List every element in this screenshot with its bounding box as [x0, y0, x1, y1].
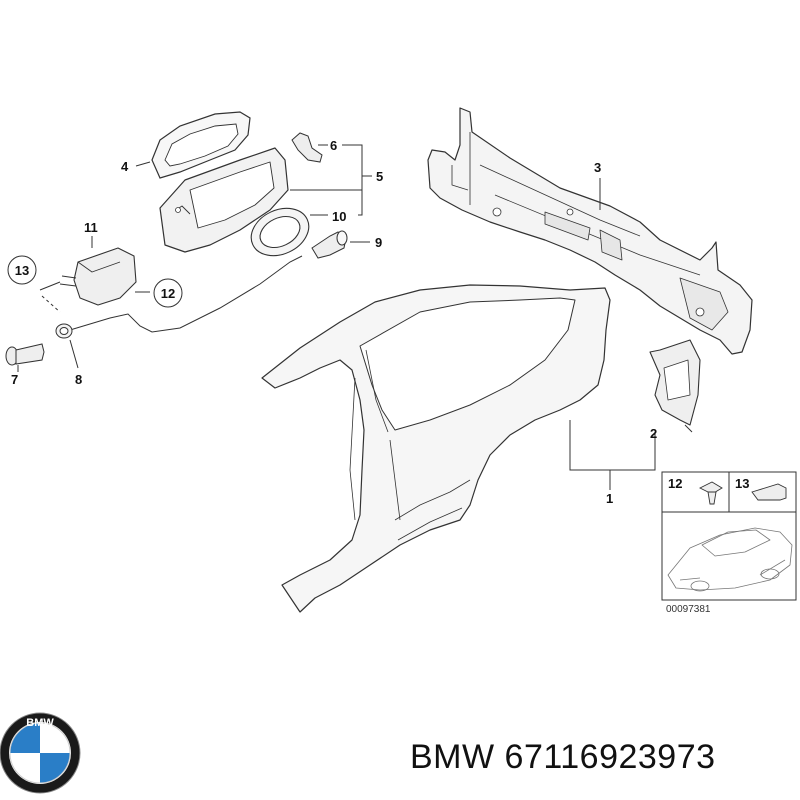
callout-3: 3 [594, 160, 601, 175]
actuator [59, 247, 137, 306]
callout-4: 4 [121, 159, 129, 174]
fuel-filler-housing [159, 147, 289, 253]
callout-8: 8 [75, 372, 82, 387]
callout-6: 6 [330, 138, 337, 153]
callout-10: 10 [332, 209, 346, 224]
rivet-7 [5, 343, 45, 366]
callout-2: 2 [650, 426, 657, 441]
car-silhouette-icon [667, 527, 793, 592]
callout-1: 1 [606, 491, 613, 506]
callout-12-circle: 12 [153, 278, 183, 308]
rear-inner-panel [427, 107, 753, 355]
screw-9 [311, 230, 348, 259]
callouts: 4 6 5 10 9 11 7 8 3 2 1 13 12 [7, 138, 657, 506]
callout-13-circle: 13 [7, 255, 37, 285]
bolt-6 [291, 132, 323, 163]
sealing-ring [250, 207, 310, 257]
callout-11: 11 [84, 220, 98, 235]
clip-13-icon [751, 483, 787, 501]
callout-5: 5 [376, 169, 383, 184]
clip-12-icon [698, 481, 723, 505]
inset-callout-12: 12 [668, 476, 682, 491]
side-panel [261, 284, 611, 613]
callout-9: 9 [375, 235, 382, 250]
filler-flap-gasket [151, 111, 251, 179]
bracket [649, 339, 701, 433]
part-caption: BMW 67116923973 [410, 738, 716, 777]
inset-box: 12 13 00097381 [661, 471, 797, 615]
reference-code: 00097381 [666, 604, 711, 615]
bmw-logo: BMW [0, 712, 81, 794]
inset-callout-13: 13 [735, 476, 749, 491]
logo-lettering: BMW [26, 717, 54, 729]
callout-12: 12 [161, 286, 175, 301]
part-number: 67116923973 [504, 738, 716, 776]
brand-name: BMW [410, 738, 495, 776]
cable [55, 255, 303, 339]
callout-13: 13 [15, 263, 29, 278]
callout-7: 7 [11, 372, 18, 387]
leader-lines [17, 144, 656, 490]
